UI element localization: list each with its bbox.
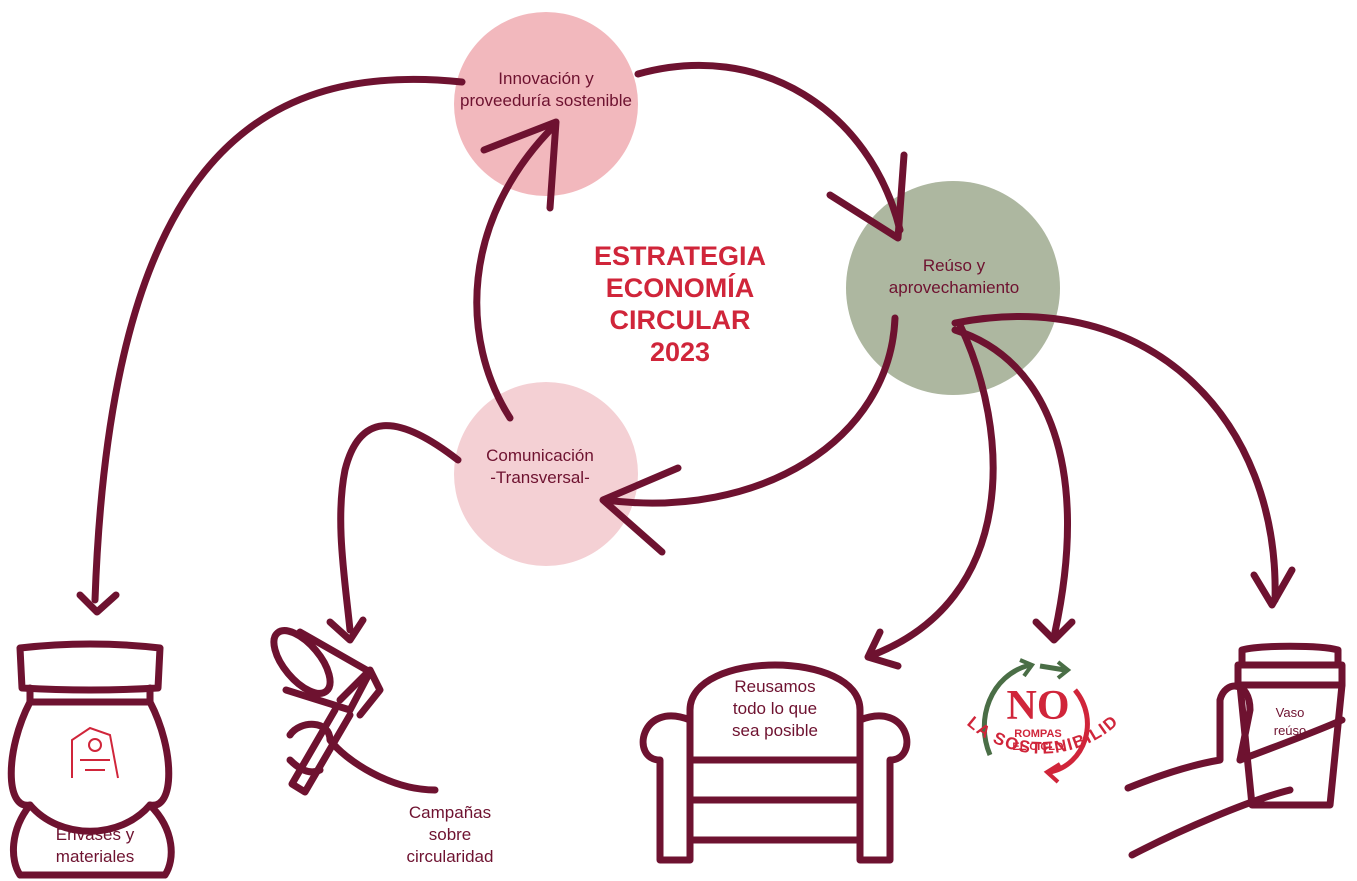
- label-line: sea posible: [731, 721, 818, 740]
- no-rompas-logo: [981, 658, 1090, 784]
- item-reusamos-label: Reusamos todo lo que sea posible: [695, 676, 855, 742]
- label-line: Envases y: [55, 825, 135, 844]
- arrowhead-vaso: [1250, 566, 1296, 609]
- armchair-icon: [639, 661, 911, 864]
- jar-icon: [7, 640, 175, 879]
- arrowhead-innovacion: [480, 118, 560, 212]
- arrow-to-envases: [91, 75, 466, 604]
- no-rompas-small1: ROMPAS: [1014, 728, 1062, 740]
- strategy-title: ESTRATEGIA ECONOMÍA CIRCULAR 2023: [560, 240, 800, 368]
- label-line: Comunicación: [486, 446, 594, 465]
- label-line: sobre: [428, 825, 472, 844]
- title-line: ESTRATEGIA: [593, 241, 766, 271]
- label-line: Campañas: [408, 803, 492, 822]
- label-line: Vaso: [1275, 705, 1305, 720]
- label-line: -Transversal-: [490, 468, 590, 487]
- label-line: Reúso y: [922, 256, 986, 275]
- arrowhead-no-logo: [1032, 618, 1076, 644]
- no-rompas-small2: EL CICLO: [1012, 741, 1064, 753]
- node-reuso-label: Reúso y aprovechamiento: [848, 255, 1060, 299]
- arrow-comunicacion-to-innovacion: [473, 121, 559, 422]
- label-line: reúso: [1273, 723, 1307, 738]
- title-line: CIRCULAR: [609, 305, 751, 335]
- label-line: aprovechamiento: [888, 278, 1020, 297]
- cup-icon: [1124, 642, 1346, 859]
- comunicacion-circle: [454, 382, 638, 566]
- arrow-to-no-logo: [951, 326, 1071, 636]
- arrowhead-campanas: [326, 616, 367, 644]
- megaphone-icon: [270, 627, 439, 796]
- label-line: Innovación y: [498, 69, 594, 88]
- arrow-to-vaso: [951, 313, 1279, 604]
- arrow-to-campanas: [337, 422, 462, 634]
- arrowhead-envases: [76, 591, 120, 616]
- label-line: todo lo que: [732, 699, 818, 718]
- title-line: 2023: [649, 337, 711, 367]
- label-line: circularidad: [406, 847, 494, 866]
- innovacion-circle: [454, 12, 638, 196]
- item-campanas-label: Campañas sobre circularidad: [380, 802, 520, 868]
- arrowhead-reuso: [826, 151, 908, 242]
- no-rompas-big: NO: [1006, 683, 1070, 729]
- arrow-reuso-to-comunicacion: [601, 314, 899, 507]
- node-innovacion-label: Innovación y proveeduría sostenible: [430, 68, 662, 112]
- node-comunicacion-label: Comunicación -Transversal-: [450, 445, 630, 489]
- arrow-to-sillon: [866, 321, 997, 660]
- label-line: materiales: [55, 847, 135, 866]
- item-envases-label: Envases y materiales: [20, 824, 170, 868]
- title-line: ECONOMÍA: [605, 273, 755, 303]
- brand-logo: [71, 726, 119, 779]
- label-line: Reusamos: [734, 677, 816, 696]
- label-line: proveeduría sostenible: [459, 91, 632, 110]
- item-vaso-label: Vaso reúso: [1250, 704, 1330, 740]
- arrow-innovacion-to-reuso: [634, 62, 904, 234]
- arrowhead-comunicacion: [599, 464, 682, 556]
- arrowhead-sillon: [864, 628, 902, 670]
